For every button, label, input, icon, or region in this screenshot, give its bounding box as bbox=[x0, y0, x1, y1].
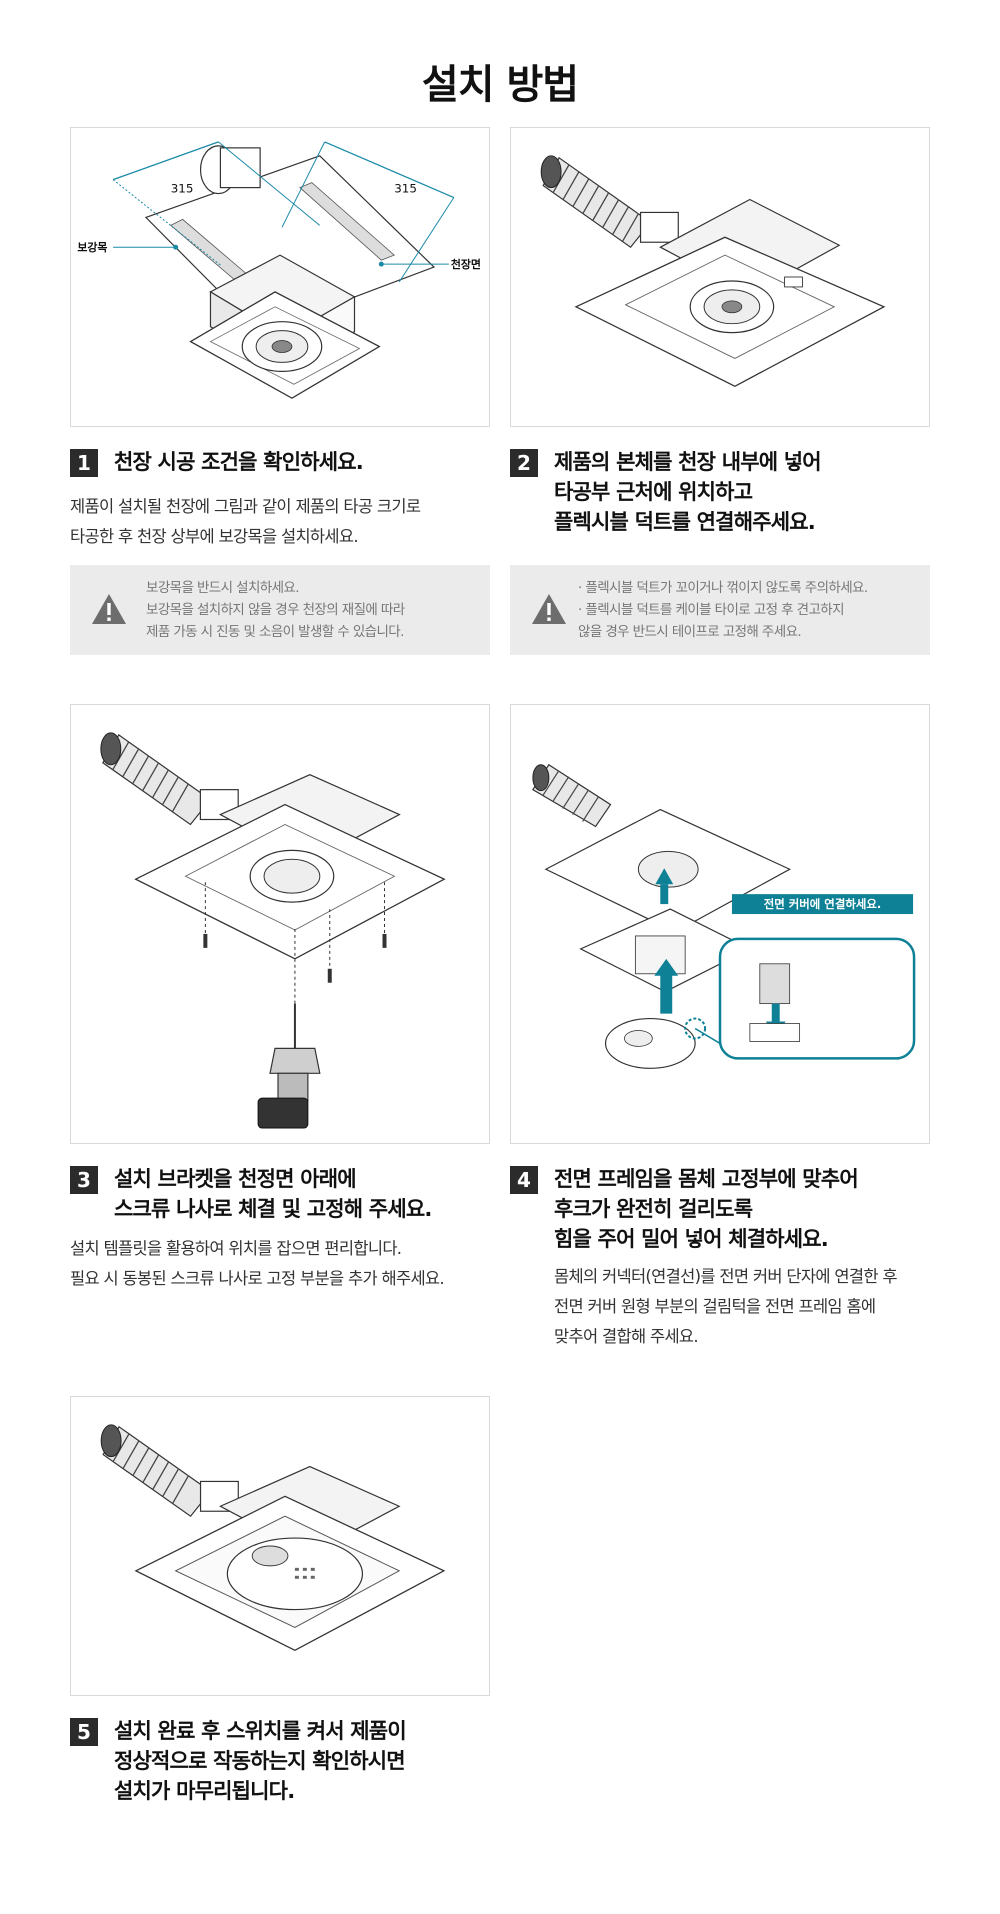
step-2-title: 제품의 본체를 천장 내부에 넣어 타공부 근처에 위치하고 플렉시블 덕트를 … bbox=[554, 450, 822, 534]
step-5-heading: 5 설치 완료 후 스위치를 켜서 제품이 정상적으로 작동하는지 확인하시면 … bbox=[70, 1716, 490, 1806]
step-3-title: 설치 브라켓을 천정면 아래에 스크류 나사로 체결 및 고정해 주세요. bbox=[114, 1167, 432, 1221]
step-5-title: 설치 완료 후 스위치를 켜서 제품이 정상적으로 작동하는지 확인하시면 설치… bbox=[114, 1719, 407, 1803]
step-2-number: 2 bbox=[510, 449, 538, 477]
step-4-description: 몸체의 커넥터(연결선)를 전면 커버 단자에 연결한 후 전면 커버 원형 부… bbox=[554, 1267, 898, 1346]
warning-triangle-icon bbox=[92, 594, 126, 624]
step-card-3: 3 설치 브라켓을 천정면 아래에 스크류 나사로 체결 및 고정해 주세요. … bbox=[70, 704, 490, 1304]
step-4-number: 4 bbox=[510, 1166, 538, 1194]
step-3-heading: 3 설치 브라켓을 천정면 아래에 스크류 나사로 체결 및 고정해 주세요. bbox=[70, 1164, 490, 1224]
step-3-number: 3 bbox=[70, 1166, 98, 1194]
step-2-note: · 플렉시블 덕트가 꼬이거나 꺾이지 않도록 주의하세요. · 플렉시블 덕트… bbox=[510, 565, 930, 655]
warning-triangle-icon bbox=[532, 594, 566, 624]
step-3-illustration bbox=[70, 704, 490, 1144]
step-1-number: 1 bbox=[70, 449, 98, 477]
dim-label-left: 315 bbox=[171, 182, 194, 196]
step-1-note-text: 보강목을 반드시 설치하세요. 보강목을 설치하지 않을 경우 천장의 재질에 … bbox=[146, 580, 405, 640]
step-1-note: 보강목을 반드시 설치하세요. 보강목을 설치하지 않을 경우 천장의 재질에 … bbox=[70, 565, 490, 655]
step-2-heading: 2 제품의 본체를 천장 내부에 넣어 타공부 근처에 위치하고 플렉시블 덕트… bbox=[510, 447, 930, 537]
step-4-illustration: 전면 커버에 연결하세요. bbox=[510, 704, 930, 1144]
step-card-2: 2 제품의 본체를 천장 내부에 넣어 타공부 근처에 위치하고 플렉시블 덕트… bbox=[510, 127, 930, 657]
step-1-title: 천장 시공 조건을 확인하세요. bbox=[114, 450, 364, 474]
step-3-description: 설치 템플릿을 활용하여 위치를 잡으면 편리합니다. 필요 시 동봉된 스크류… bbox=[70, 1239, 445, 1288]
step-1-description: 제품이 설치될 천장에 그림과 같이 제품의 타공 크기로 타공한 후 천장 상… bbox=[70, 497, 421, 546]
step-1-heading: 1 천장 시공 조건을 확인하세요. bbox=[70, 447, 490, 477]
step-5-illustration bbox=[70, 1396, 490, 1696]
step-2-note-text: · 플렉시블 덕트가 꼬이거나 꺾이지 않도록 주의하세요. · 플렉시블 덕트… bbox=[578, 580, 868, 640]
step-5-number: 5 bbox=[70, 1718, 98, 1746]
step-4-title: 전면 프레임을 몸체 고정부에 맞추어 후크가 완전히 걸리도록 힘을 주어 밀… bbox=[554, 1167, 859, 1251]
step-card-1: 315 315 보강목 천장면 1 천장 시공 조건을 확인하세요. 제품이 설… bbox=[70, 127, 490, 657]
callout-label: 전면 커버에 연결하세요. bbox=[764, 897, 882, 911]
label-ceiling: 천장면 bbox=[451, 257, 481, 271]
step-4-heading: 4 전면 프레임을 몸체 고정부에 맞추어 후크가 완전히 걸리도록 힘을 주어… bbox=[510, 1164, 930, 1254]
step-card-4: 전면 커버에 연결하세요. 4 전면 프레임을 몸체 고정부에 맞추어 후크가 … bbox=[510, 704, 930, 1364]
page-title: 설치 방법 bbox=[421, 62, 579, 108]
label-reinforcement: 보강목 bbox=[77, 240, 107, 254]
step-1-illustration: 315 315 보강목 천장면 bbox=[70, 127, 490, 427]
step-2-illustration bbox=[510, 127, 930, 427]
dim-label-right: 315 bbox=[394, 182, 417, 196]
step-card-5: 5 설치 완료 후 스위치를 켜서 제품이 정상적으로 작동하는지 확인하시면 … bbox=[70, 1396, 490, 1806]
